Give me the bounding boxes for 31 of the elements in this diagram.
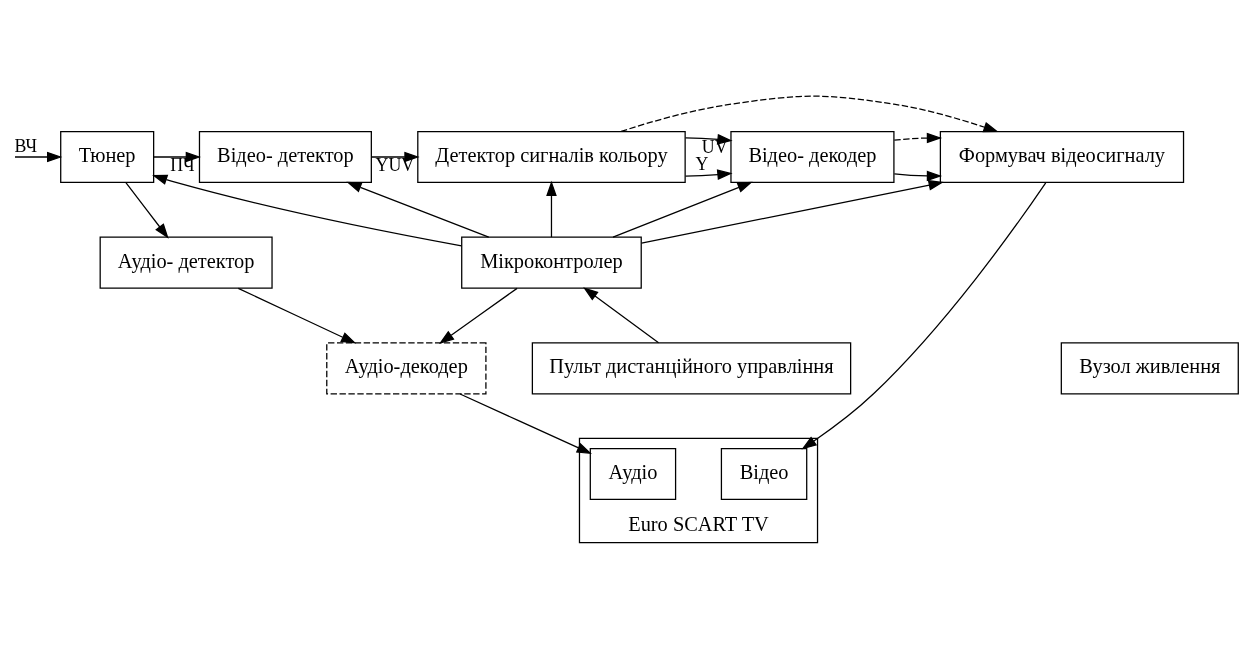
arrow <box>640 179 944 244</box>
arrow <box>14 151 63 162</box>
arrow <box>801 181 1047 449</box>
node-box: Аудіо- детектор <box>99 236 273 289</box>
edge-label: YUV <box>375 154 415 175</box>
node-box: Відео <box>720 447 808 500</box>
arrow <box>438 287 518 344</box>
arrow <box>684 168 733 180</box>
node-box: Аудіо-декодер <box>326 341 487 394</box>
arrow <box>152 174 463 247</box>
arrow <box>612 181 753 238</box>
node-box: Мікроконтролер <box>461 236 642 289</box>
node-box: Відео- декодер <box>730 130 895 183</box>
arrow <box>893 132 943 143</box>
arrow <box>893 170 943 181</box>
node-box: Пульт дистанційного управління <box>531 341 852 394</box>
arrow <box>237 287 357 344</box>
node-box: Тюнер <box>60 130 155 183</box>
node-box: Детектор сигналів кольору <box>417 130 686 183</box>
arrow <box>125 181 169 239</box>
edge-label: ВЧ <box>14 135 38 156</box>
arrow <box>583 286 660 343</box>
arrow <box>620 95 999 132</box>
arrow <box>546 180 557 238</box>
node-box: Відео- детектор <box>198 130 372 183</box>
node-box: Вузол живлення <box>1060 341 1239 394</box>
edge-label: Y <box>695 153 709 174</box>
arrow <box>346 181 490 238</box>
node-box: Формувач відеосигналу <box>939 130 1185 183</box>
arrow <box>459 392 592 454</box>
node-box: Аудіо <box>589 447 677 500</box>
